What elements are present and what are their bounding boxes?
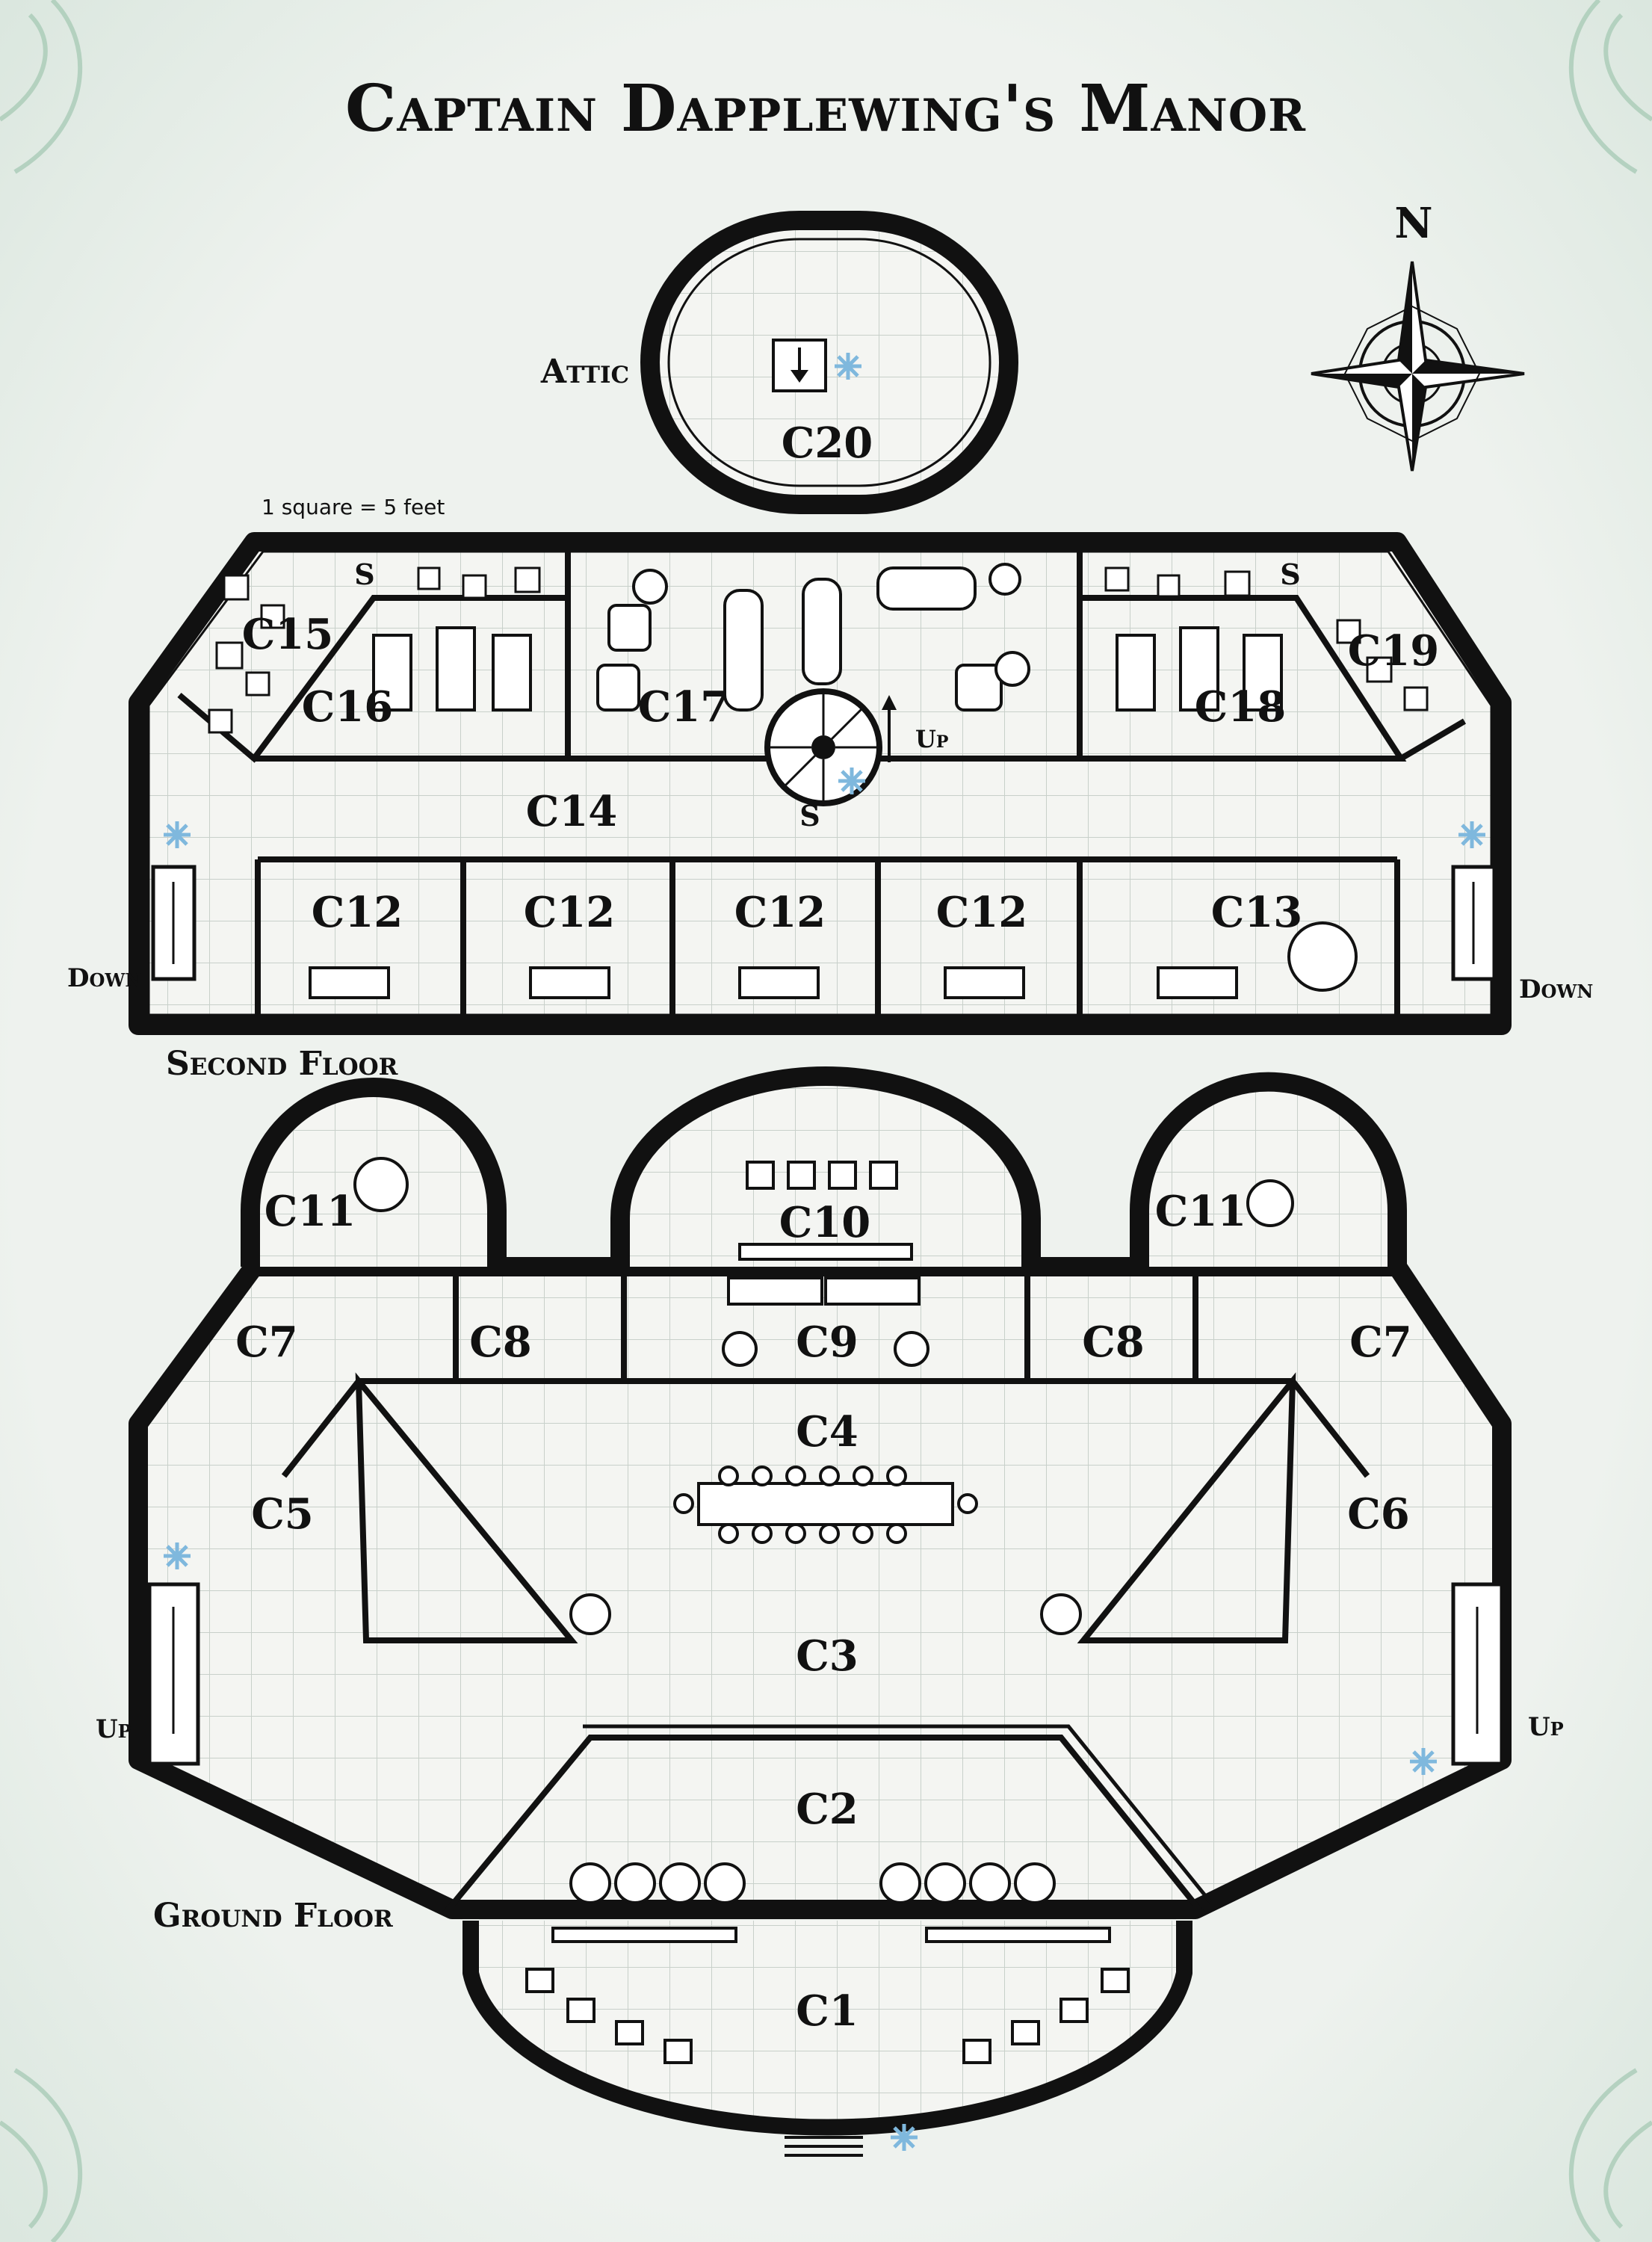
- compass-rose-icon: [1311, 261, 1525, 472]
- floor-label-second: Second Floor: [166, 1045, 398, 1083]
- stairs-up-marker: Up: [915, 725, 948, 753]
- room-label-c6: C6: [1347, 1489, 1410, 1539]
- bedroom-walls: [255, 859, 1400, 1015]
- room-label-c15: C15: [242, 610, 334, 659]
- secret-door-marker: S: [354, 558, 374, 591]
- secret-door-marker: S: [1280, 558, 1300, 591]
- porch-chairs-icon: [525, 1927, 1130, 2064]
- room-label-c11: C11: [1155, 1187, 1247, 1236]
- entry-steps-icon: [785, 2127, 863, 2157]
- room-label-c7: C7: [1349, 1318, 1412, 1367]
- room-label-c13: C13: [1211, 888, 1303, 937]
- map-title: Captain Dapplewing's Manor: [345, 71, 1306, 146]
- room-label-c7: C7: [235, 1318, 298, 1367]
- room-label-c8: C8: [1082, 1318, 1145, 1367]
- floor-label-ground: Ground Floor: [153, 1897, 393, 1935]
- room-label-c9: C9: [796, 1318, 859, 1367]
- room-label-c14: C14: [526, 787, 618, 836]
- planter-icon: [569, 1331, 1082, 1904]
- ground-floor: [129, 768, 1512, 2157]
- room-label-c4: C4: [796, 1407, 859, 1457]
- room-label-c12: C12: [734, 888, 826, 937]
- trapdoor-icon: [772, 339, 827, 392]
- stairs-up-icon: [147, 1582, 1504, 1766]
- room-label-c2: C2: [796, 1785, 859, 1834]
- second-floor: [129, 532, 1512, 1035]
- room-label-c19: C19: [1348, 626, 1440, 676]
- stairs-up-marker-left: Up: [96, 1714, 132, 1744]
- desks-icon: [309, 921, 1358, 999]
- room-label-c12: C12: [936, 888, 1028, 937]
- frost-sigil-icon: [835, 353, 861, 380]
- tables-icon: [372, 626, 1283, 711]
- room-label-c16: C16: [302, 682, 394, 732]
- room-label-c3: C3: [796, 1631, 859, 1681]
- stairs-down-icon: [151, 865, 1497, 981]
- crates-icon: [208, 566, 1429, 734]
- frost-sigil-icon: [164, 768, 1485, 2151]
- benches-icon: [727, 1161, 921, 1306]
- stairs-up-marker-right: Up: [1528, 1712, 1564, 1742]
- room-label-c5: C5: [251, 1489, 314, 1539]
- room-label-c18: C18: [1195, 682, 1287, 732]
- room-label-c1: C1: [796, 1986, 859, 2036]
- floor-label-attic: Attic: [540, 353, 629, 391]
- secret-door-marker: S: [799, 799, 820, 833]
- round-table-icon: [353, 1157, 1294, 1227]
- attic-floor: [640, 211, 1018, 514]
- compass-north-label: N: [1394, 199, 1432, 248]
- room-label-c17: C17: [638, 682, 730, 732]
- scale-note: 1 square = 5 feet: [262, 495, 445, 519]
- room-label-c11: C11: [264, 1187, 356, 1236]
- room-label-c12: C12: [312, 888, 403, 937]
- lounge-furniture-icon: [596, 563, 1030, 711]
- room-label-c20: C20: [782, 419, 873, 468]
- stairs-down-marker-right: Down: [1519, 975, 1593, 1004]
- stairs-down-marker-left: Down: [67, 963, 141, 993]
- room-label-c10: C10: [779, 1198, 871, 1247]
- dining-table-icon: [673, 1466, 978, 1544]
- room-label-c12: C12: [524, 888, 616, 937]
- room-label-c8: C8: [469, 1318, 532, 1367]
